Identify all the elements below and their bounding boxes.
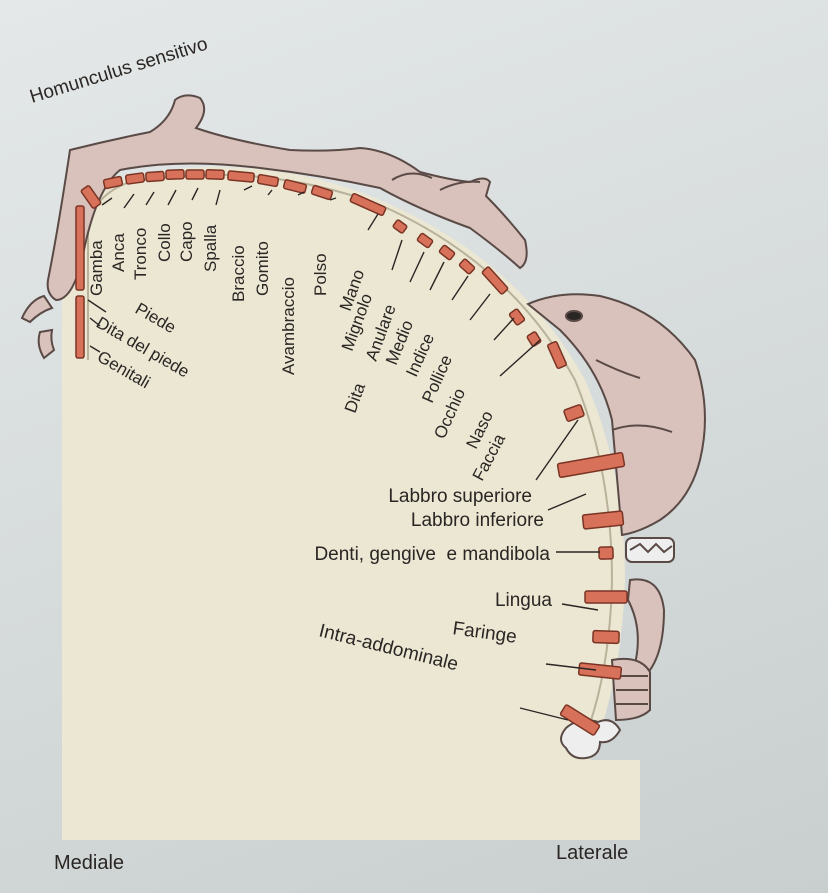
label-lingua: Lingua xyxy=(495,590,552,611)
label-gomito: Gomito xyxy=(253,241,272,296)
label-braccio: Braccio xyxy=(229,245,248,302)
cortex-segment-5 xyxy=(145,170,165,183)
cortex-segment-14 xyxy=(392,219,408,234)
cortex-segment-28 xyxy=(577,662,623,680)
label-denti: Denti, gengive e mandibola xyxy=(314,544,550,565)
lateral-label: Laterale xyxy=(556,842,629,864)
leader-line-17 xyxy=(499,339,541,377)
cortex-segment-29 xyxy=(559,704,601,736)
leader-line-5 xyxy=(215,189,221,206)
face-figure xyxy=(526,293,706,537)
leader-line-16 xyxy=(493,317,515,341)
label-avambraccio: Avambraccio xyxy=(279,277,298,375)
label-spalla: Spalla xyxy=(201,224,220,272)
cortex-segment-11 xyxy=(282,179,308,194)
leader-line-7 xyxy=(267,189,273,196)
leader-line-12 xyxy=(409,251,425,283)
cortex-segment-6 xyxy=(165,169,185,180)
label-labbro-inferiore: Labbro inferiore xyxy=(411,510,544,531)
intestines-figure xyxy=(560,719,622,760)
cortex-segment-0 xyxy=(75,295,85,359)
leader-line-3 xyxy=(167,189,177,206)
cortex-segment-24 xyxy=(581,510,625,530)
leader-line-4 xyxy=(191,187,199,201)
leader-line-22 xyxy=(545,663,597,671)
eye-icon xyxy=(565,310,583,322)
cortex-segment-21 xyxy=(547,340,567,370)
label-polso: Polso xyxy=(311,253,330,296)
cortex-segment-7 xyxy=(185,169,205,180)
label-anca: Anca xyxy=(109,233,128,272)
cortex-segment-10 xyxy=(256,173,280,188)
leader-line-13 xyxy=(429,261,445,291)
leader-line-25 xyxy=(89,317,101,327)
leader-line-14 xyxy=(451,275,469,301)
cortex-segment-16 xyxy=(438,244,456,261)
leader-line-11 xyxy=(391,239,403,271)
cortex-segments xyxy=(75,169,628,736)
cortex-segment-9 xyxy=(227,170,255,183)
cortex-segment-2 xyxy=(80,185,102,209)
brain-section xyxy=(62,167,640,841)
label-tronco: Tronco xyxy=(131,228,150,280)
leader-line-0 xyxy=(101,197,113,206)
cortex-segment-8 xyxy=(205,169,225,180)
leader-line-23 xyxy=(519,707,569,721)
cortex-segment-4 xyxy=(124,172,146,185)
label-labbro-superiore: Labbro superiore xyxy=(388,486,532,507)
leader-line-26 xyxy=(89,345,101,353)
leader-line-18 xyxy=(535,419,579,481)
medial-label: Mediale xyxy=(54,852,125,874)
cortex-segment-25 xyxy=(598,546,614,560)
label-capo: Capo xyxy=(177,221,196,262)
cortex-segment-15 xyxy=(416,232,434,249)
leader-line-24 xyxy=(87,299,107,313)
cortex-segment-22 xyxy=(563,404,585,422)
cortex-segment-1 xyxy=(75,205,85,291)
leader-line-1 xyxy=(123,193,135,209)
teeth-figure xyxy=(625,537,675,563)
cortex-segment-27 xyxy=(592,629,620,645)
cortex-segment-23 xyxy=(556,451,626,479)
leader-line-19 xyxy=(547,493,587,511)
leader-line-10 xyxy=(367,213,379,231)
cortex-segment-26 xyxy=(584,590,628,604)
label-gamba: Gamba xyxy=(87,240,106,296)
cortex-segment-17 xyxy=(458,258,476,275)
cortex-segment-3 xyxy=(102,175,124,190)
cortex-segment-12 xyxy=(310,184,334,201)
label-collo: Collo xyxy=(155,223,174,262)
leader-line-9 xyxy=(329,197,337,201)
leader-lines xyxy=(87,185,600,721)
leader-line-2 xyxy=(145,191,155,206)
leader-line-15 xyxy=(469,293,491,321)
leader-line-6 xyxy=(243,185,253,191)
leader-line-8 xyxy=(297,191,305,196)
cortex-segment-13 xyxy=(349,192,387,217)
cortex-segment-18 xyxy=(481,266,509,295)
leader-line-21 xyxy=(561,603,599,611)
